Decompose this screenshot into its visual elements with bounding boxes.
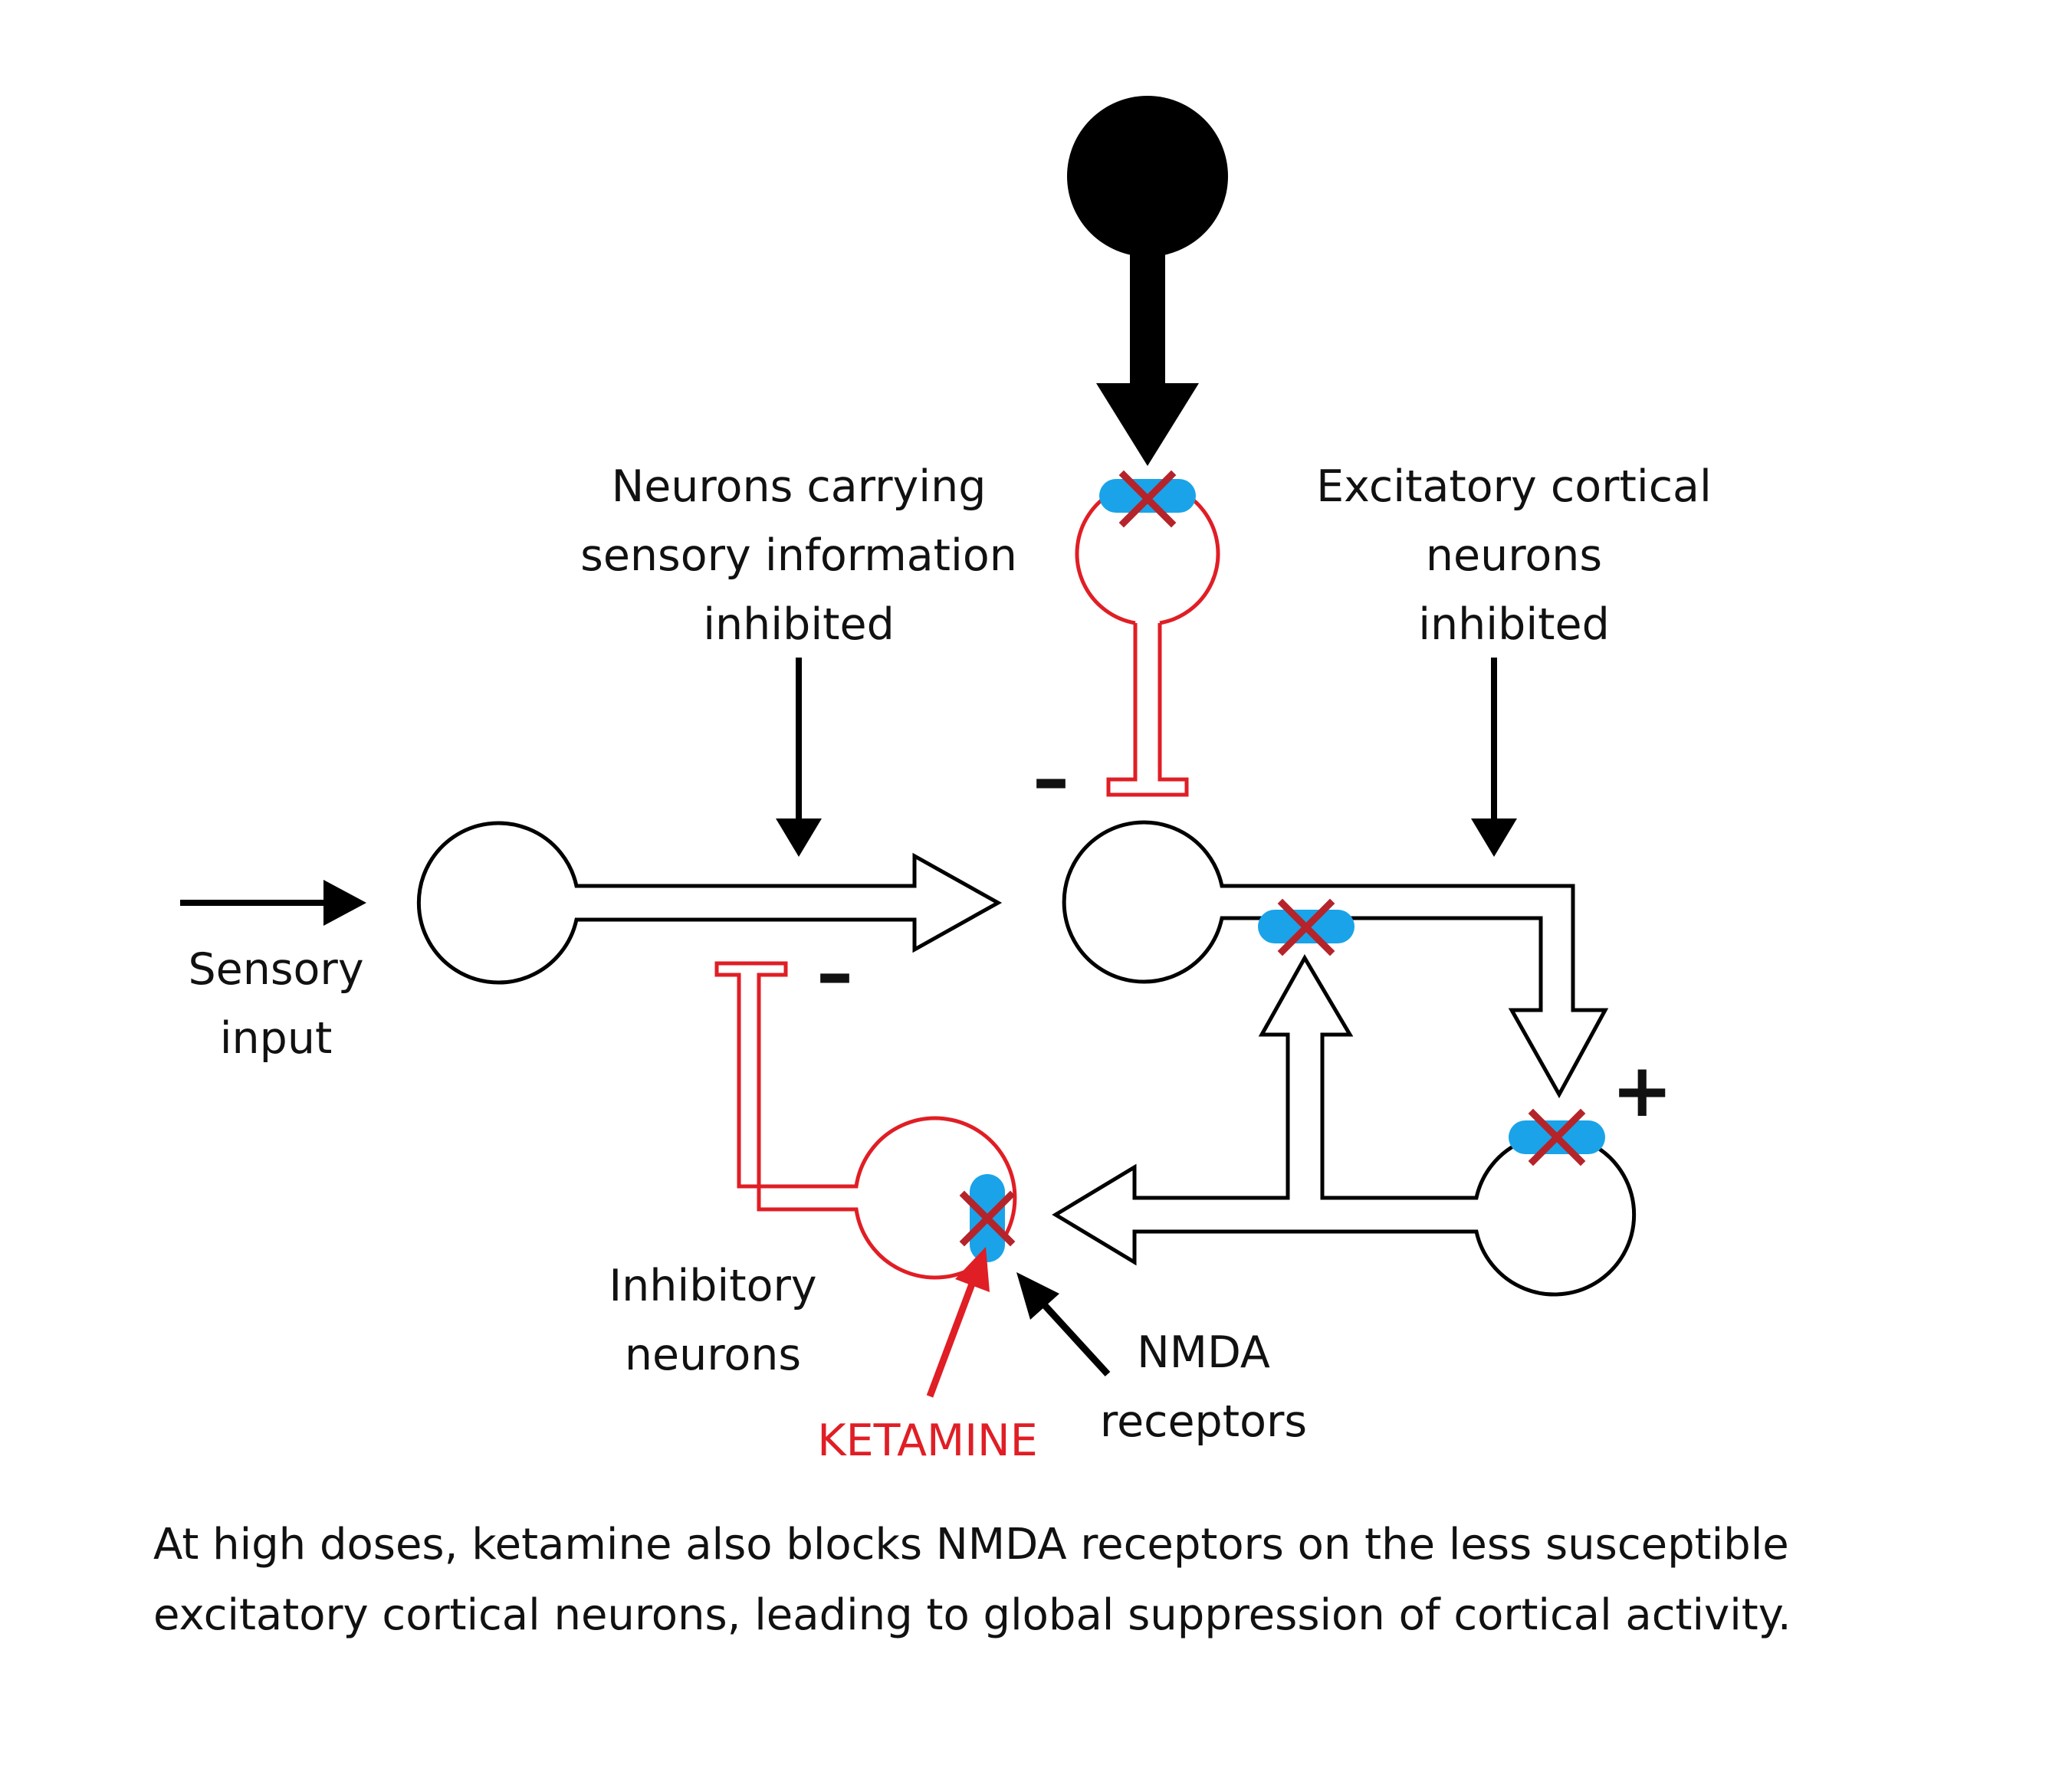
ketamine-pointer (926, 1278, 977, 1398)
block-x-cortical (1277, 898, 1335, 956)
minus-sign-top: – (1033, 736, 1069, 822)
label-ketamine: KETAMINE (817, 1416, 1038, 1466)
top-black-neuron (1067, 96, 1228, 257)
label-sensory-input: Sensory input (188, 944, 364, 1064)
inhibitory-terminal-bottom (714, 961, 1017, 1280)
ketamine-pointer-head (955, 1247, 990, 1292)
minus-sign-bottom: – (816, 930, 853, 1016)
top-inhibitory-neuron (1075, 481, 1220, 797)
block-x-right (1528, 1108, 1586, 1166)
top-arrowhead (1096, 383, 1199, 466)
cortical-neuron (1062, 820, 1609, 1099)
block-marks (959, 470, 1586, 1247)
plus-sign: + (1611, 1048, 1673, 1133)
label-excitatory-inhibited: Excitatory cortical neurons inhibited (1316, 461, 1712, 650)
sensory-info-pointer-head (776, 818, 822, 857)
nmda-pointer (1030, 1290, 1111, 1377)
label-sensory-info-inhibited: Neurons carrying sensory information inh… (580, 461, 1017, 650)
top-axon (1130, 245, 1165, 385)
label-inhibitory-neurons: Inhibitory neurons (609, 1261, 817, 1380)
nmda-pointer-head (1016, 1272, 1059, 1320)
label-nmda-receptors: NMDA receptors (1099, 1327, 1308, 1447)
sensory-neuron (416, 821, 1003, 985)
caption: At high doses, ketamine also blocks NMDA… (153, 1520, 1791, 1640)
block-x-inhibitory (959, 1190, 1016, 1247)
excitatory-pointer-head (1471, 818, 1517, 857)
sensory-input-arrowhead (323, 880, 366, 926)
block-x-top (1118, 470, 1177, 528)
